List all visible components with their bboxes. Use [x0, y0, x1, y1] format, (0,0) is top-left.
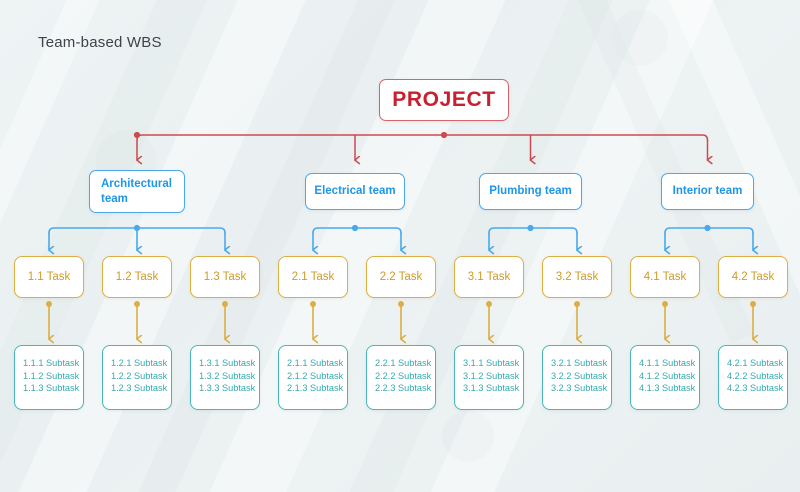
connector-junction-dot [527, 224, 534, 232]
subtask-item: 2.1.3 Subtask [287, 383, 344, 394]
connector-junction-dot [750, 301, 756, 307]
subtask-item: 1.1.3 Subtask [23, 383, 80, 394]
task-node-3[interactable]: 1.3 Task [190, 256, 260, 298]
subtask-item: 1.2.1 Subtask [111, 358, 168, 368]
team-label: Electrical team [314, 185, 396, 197]
subtask-item: 1.3.1 Subtask [199, 358, 256, 368]
subtask-item: 3.2.1 Subtask [551, 358, 608, 368]
subtask-item: 2.2.2 Subtask [375, 370, 432, 381]
team-node-2[interactable]: Electrical team [305, 173, 405, 210]
connector-junction-dot [133, 131, 141, 139]
task-label: 1.2 Task [115, 271, 159, 283]
connector-junction-dot [134, 301, 140, 307]
connector-junction-dot [46, 301, 52, 307]
page-title: Team-based WBS [38, 34, 162, 51]
task-node-9[interactable]: 4.2 Task [718, 256, 788, 298]
subtask-item: 2.1.2 Subtask [287, 370, 344, 381]
connector-junction-dot [222, 301, 228, 307]
team-node-3[interactable]: Plumbing team [479, 173, 582, 210]
project-node[interactable]: PROJECT [379, 79, 509, 121]
subtask-node-9[interactable]: 4.2.1 Subtask 4.2.2 Subtask 4.2.3 Subtask [718, 345, 788, 410]
subtask-list: 4.2.1 Subtask 4.2.2 Subtask 4.2.3 Subtask [727, 357, 783, 395]
subtask-list: 1.3.1 Subtask 1.3.2 Subtask 1.3.3 Subtask [199, 357, 255, 395]
team-node-4[interactable]: Interior team [661, 173, 754, 210]
task-node-4[interactable]: 2.1 Task [278, 256, 348, 298]
connector-junction-dot [440, 131, 448, 139]
team-label: Architectural team [101, 177, 172, 205]
edge-paths [46, 131, 756, 339]
subtask-item: 1.1.1 Subtask [23, 358, 80, 368]
subtask-list: 3.1.1 Subtask 3.1.2 Subtask 3.1.3 Subtask [463, 357, 519, 395]
subtask-item: 1.2.3 Subtask [111, 383, 168, 394]
subtask-node-1[interactable]: 1.1.1 Subtask 1.1.2 Subtask 1.1.3 Subtask [14, 345, 84, 410]
subtask-item: 4.2.1 Subtask [727, 358, 784, 368]
connector-junction-dot [133, 224, 141, 232]
subtask-item: 1.3.3 Subtask [199, 383, 256, 394]
task-node-5[interactable]: 2.2 Task [366, 256, 436, 298]
task-label: 4.2 Task [731, 271, 775, 283]
subtask-item: 4.2.2 Subtask [727, 370, 784, 381]
connector-junction-dot [310, 301, 316, 307]
subtask-item: 4.1.1 Subtask [639, 358, 696, 368]
task-label: 1.3 Task [203, 271, 247, 283]
subtask-item: 1.1.2 Subtask [23, 370, 80, 381]
subtask-item: 3.2.3 Subtask [551, 383, 608, 394]
subtask-list: 1.2.1 Subtask 1.2.2 Subtask 1.2.3 Subtask [111, 357, 167, 395]
task-node-8[interactable]: 4.1 Task [630, 256, 700, 298]
team-node-1[interactable]: Architectural team [89, 170, 185, 213]
connector-junction-dot [704, 224, 711, 232]
team-label: Interior team [672, 185, 743, 197]
subtask-item: 4.1.2 Subtask [639, 370, 696, 381]
subtask-node-8[interactable]: 4.1.1 Subtask 4.1.2 Subtask 4.1.3 Subtask [630, 345, 700, 410]
subtask-node-6[interactable]: 3.1.1 Subtask 3.1.2 Subtask 3.1.3 Subtask [454, 345, 524, 410]
connector-junction-dot [486, 301, 492, 307]
task-node-7[interactable]: 3.2 Task [542, 256, 612, 298]
subtask-item: 3.1.2 Subtask [463, 370, 520, 381]
project-label: PROJECT [392, 88, 496, 111]
subtask-list: 2.1.1 Subtask 2.1.2 Subtask 2.1.3 Subtask [287, 357, 343, 395]
task-label: 2.1 Task [291, 271, 335, 283]
subtask-item: 1.2.2 Subtask [111, 370, 168, 381]
subtask-list: 3.2.1 Subtask 3.2.2 Subtask 3.2.3 Subtask [551, 357, 607, 395]
subtask-item: 4.1.3 Subtask [639, 383, 696, 394]
subtask-node-4[interactable]: 2.1.1 Subtask 2.1.2 Subtask 2.1.3 Subtask [278, 345, 348, 410]
task-label: 3.2 Task [555, 271, 599, 283]
subtask-list: 1.1.1 Subtask 1.1.2 Subtask 1.1.3 Subtask [23, 357, 79, 395]
subtask-item: 1.3.2 Subtask [199, 370, 256, 381]
connector-junction-dot [398, 301, 404, 307]
team-label: Plumbing team [489, 185, 572, 197]
connector-path [136, 134, 709, 141]
subtask-item: 2.2.1 Subtask [375, 358, 432, 368]
subtask-item: 2.2.3 Subtask [375, 383, 432, 394]
task-label: 4.1 Task [643, 271, 687, 283]
subtask-item: 2.1.1 Subtask [287, 358, 344, 368]
connector-junction-dot [574, 301, 580, 307]
task-label: 1.1 Task [27, 271, 71, 283]
task-node-2[interactable]: 1.2 Task [102, 256, 172, 298]
subtask-node-3[interactable]: 1.3.1 Subtask 1.3.2 Subtask 1.3.3 Subtask [190, 345, 260, 410]
task-label: 2.2 Task [379, 271, 423, 283]
subtask-item: 3.2.2 Subtask [551, 370, 608, 381]
task-node-6[interactable]: 3.1 Task [454, 256, 524, 298]
subtask-item: 3.1.1 Subtask [463, 358, 520, 368]
subtask-list: 2.2.1 Subtask 2.2.2 Subtask 2.2.3 Subtask [375, 357, 431, 395]
subtask-node-7[interactable]: 3.2.1 Subtask 3.2.2 Subtask 3.2.3 Subtask [542, 345, 612, 410]
task-node-1[interactable]: 1.1 Task [14, 256, 84, 298]
subtask-node-2[interactable]: 1.2.1 Subtask 1.2.2 Subtask 1.2.3 Subtask [102, 345, 172, 410]
connector-junction-dot [351, 224, 359, 232]
connector-junction-dot [662, 301, 668, 307]
subtask-list: 4.1.1 Subtask 4.1.2 Subtask 4.1.3 Subtask [639, 357, 695, 395]
task-label: 3.1 Task [467, 271, 511, 283]
subtask-node-5[interactable]: 2.2.1 Subtask 2.2.2 Subtask 2.2.3 Subtask [366, 345, 436, 410]
subtask-item: 3.1.3 Subtask [463, 383, 520, 394]
subtask-item: 4.2.3 Subtask [727, 383, 784, 394]
